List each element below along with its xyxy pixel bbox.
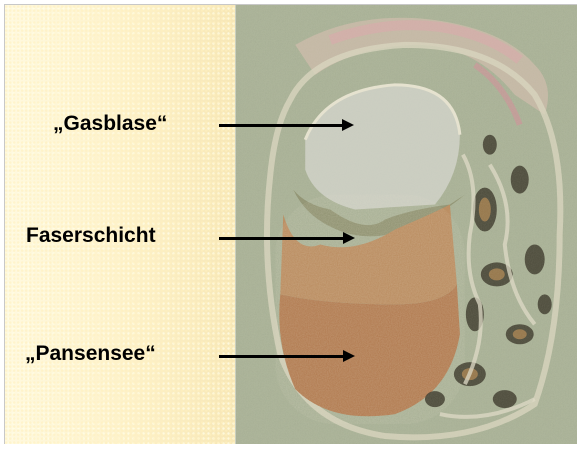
arrow-rumen-fluid [219,355,344,358]
rumen-cross-section-photo [235,5,577,444]
label-gas-bubble: „Gasblase“ [53,112,167,136]
label-fiber-layer: Faserschicht [26,224,156,248]
label-rumen-fluid: „Pansensee“ [25,342,156,366]
arrow-gas-bubble [219,124,343,127]
arrow-fiber-layer [219,237,344,240]
figure-frame: „Gasblase“ Faserschicht „Pansensee“ [4,4,577,444]
